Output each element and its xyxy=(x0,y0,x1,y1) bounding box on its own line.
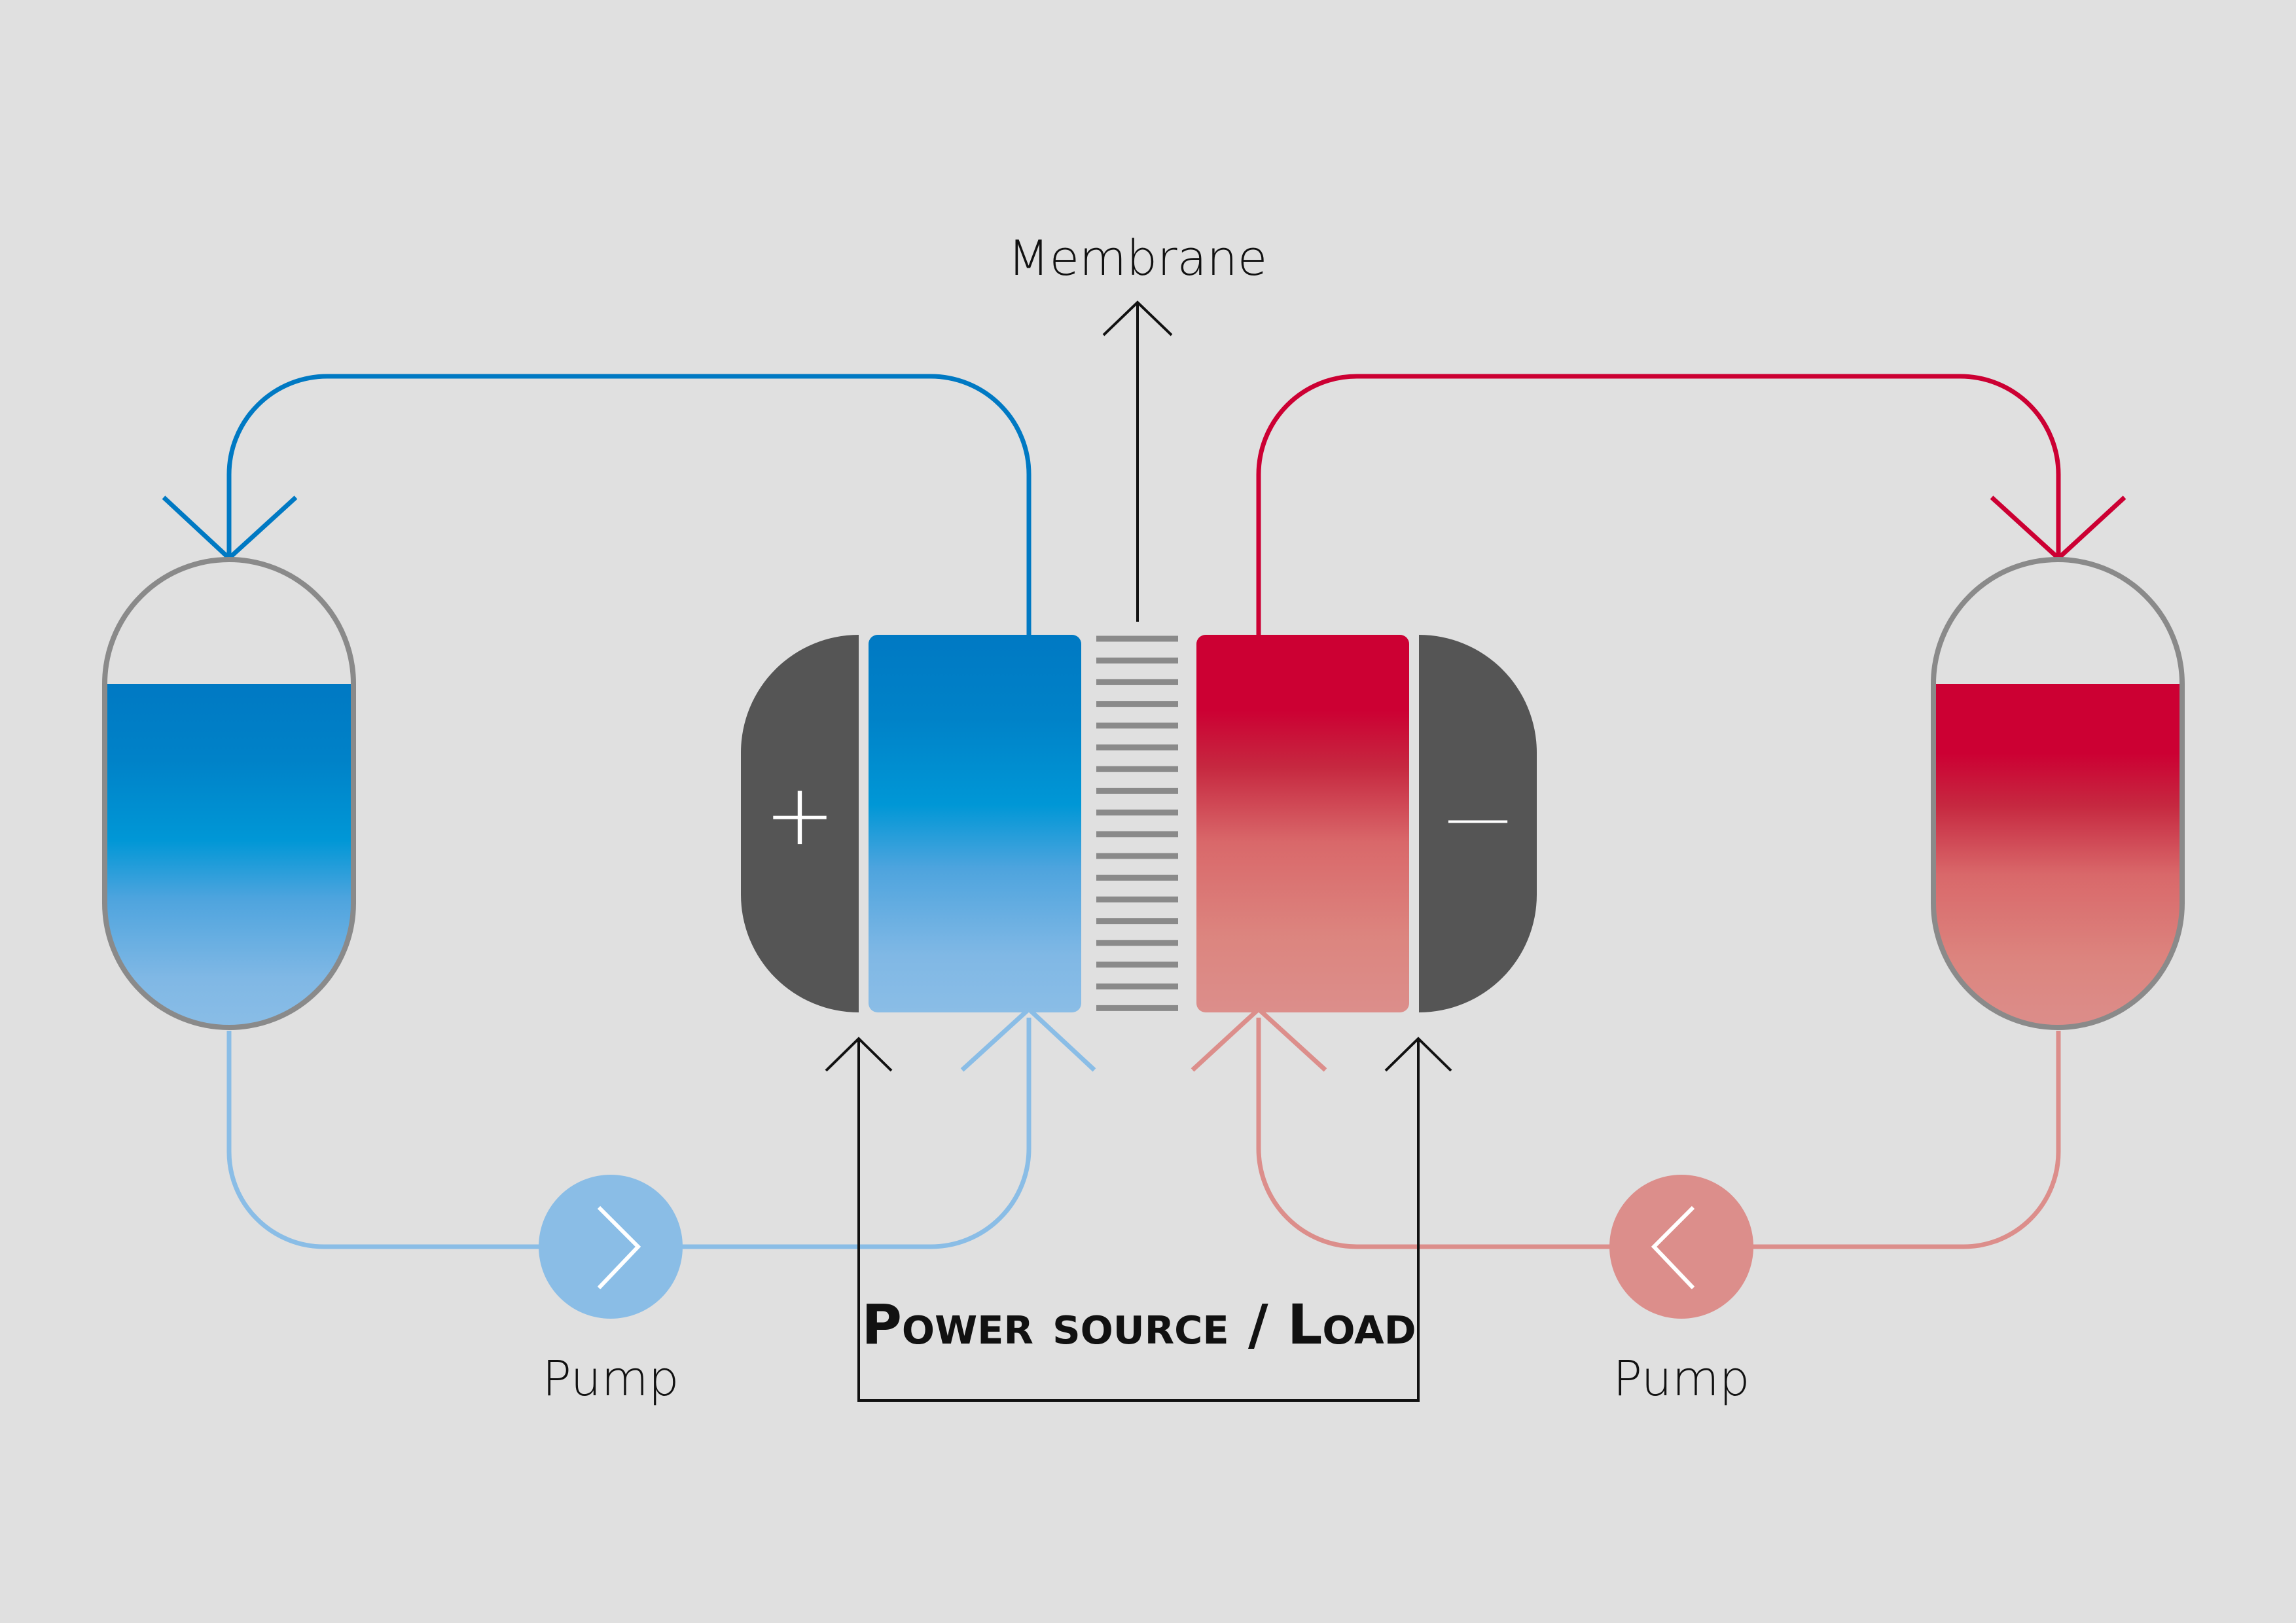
left-pump xyxy=(539,1175,683,1319)
power-arrowhead-left xyxy=(825,1037,893,1072)
right-pump-label: Pump xyxy=(1613,1351,1749,1407)
right-tank-outline xyxy=(1931,557,2185,1030)
membrane-label: Membrane xyxy=(1008,230,1268,287)
cell-stack: + — xyxy=(741,635,1537,1012)
red-return-pipe xyxy=(1256,374,2061,635)
red-supply-pipe xyxy=(1256,1018,2061,1249)
left-pump-label: Pump xyxy=(542,1351,679,1407)
right-tank-electrolyte xyxy=(1933,684,2182,1027)
blue-circuit xyxy=(162,374,1096,1319)
power-source-load-label: Power source / Load xyxy=(861,1293,1416,1357)
left-tank-outline xyxy=(102,557,356,1030)
membrane xyxy=(1096,635,1178,1011)
power-wire xyxy=(857,1041,1420,1402)
pump-chevron-right-icon xyxy=(597,1205,641,1290)
right-pump-body xyxy=(1609,1175,1753,1319)
negative-half-cell xyxy=(1196,635,1409,1012)
positive-half-cell xyxy=(869,635,1081,1012)
left-tank-electrolyte xyxy=(105,684,353,1027)
right-tank xyxy=(1931,557,2185,1030)
power-circuit xyxy=(825,1037,1452,1402)
membrane-pointer xyxy=(1102,300,1173,622)
blue-supply-pipe xyxy=(226,1018,1031,1249)
plus-terminal-icon: + xyxy=(764,765,836,865)
negative-electrode xyxy=(1419,635,1537,1012)
pump-chevron-left-icon xyxy=(1651,1205,1695,1290)
membrane-pointer-arrowhead xyxy=(1102,300,1173,336)
left-tank xyxy=(102,557,356,1030)
positive-electrode xyxy=(741,635,859,1012)
left-pump-body xyxy=(539,1175,683,1319)
minus-terminal-icon: — xyxy=(1445,779,1511,855)
right-pump xyxy=(1609,1175,1753,1319)
blue-return-pipe xyxy=(226,374,1031,635)
power-arrowhead-right xyxy=(1384,1037,1452,1072)
